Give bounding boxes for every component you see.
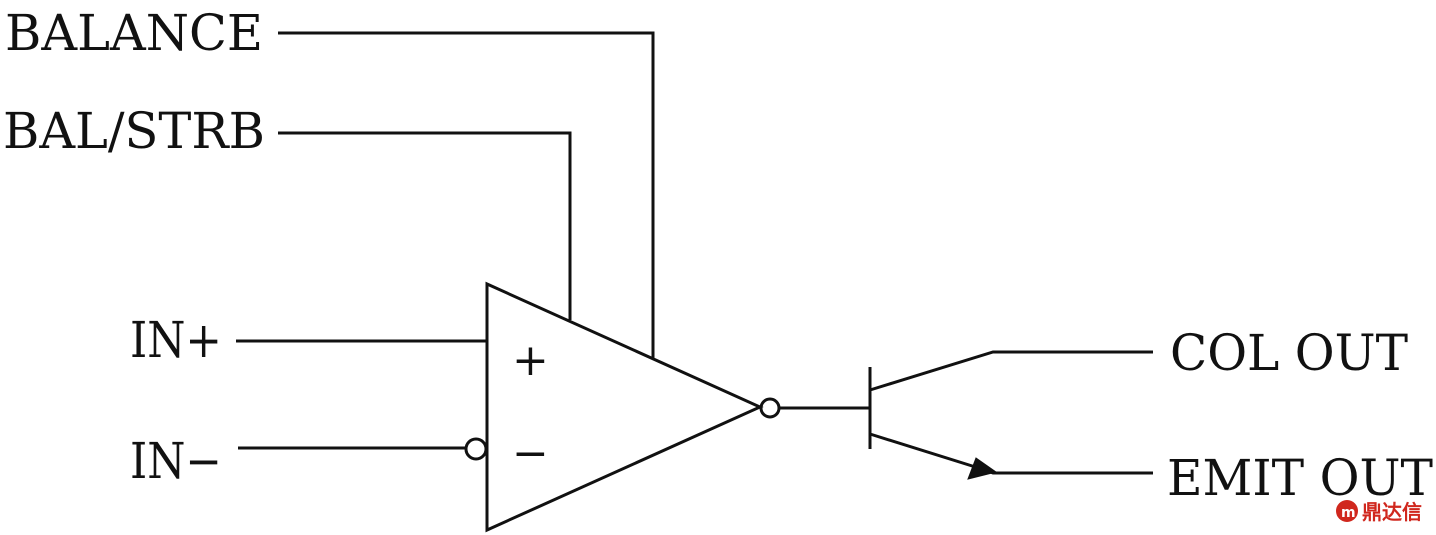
balance-label: BALANCE — [5, 4, 263, 62]
collector-wire — [869, 350, 1153, 392]
in-minus-inversion-bubble — [464, 437, 488, 461]
watermark-text: 鼎达信 — [1362, 500, 1422, 524]
comparator-triangle — [485, 281, 764, 533]
bal-strb-label: BAL/STRB — [3, 102, 265, 160]
minus-sign: − — [512, 428, 549, 479]
plus-sign: + — [512, 335, 549, 386]
balance-wire — [278, 31, 655, 358]
emitter-wire — [869, 432, 1153, 475]
svg-text:m: m — [1341, 505, 1356, 521]
watermark-logo: m 鼎达信 — [1336, 500, 1422, 524]
in-minus-label: IN− — [130, 432, 222, 490]
emit-out-label: EMIT OUT — [1167, 449, 1433, 507]
bal-strb-wire — [278, 131, 572, 320]
output-inversion-bubble — [759, 397, 781, 419]
emitter-arrow-icon — [967, 457, 998, 480]
col-out-label: COL OUT — [1170, 324, 1408, 382]
in-plus-label: IN+ — [130, 311, 222, 369]
